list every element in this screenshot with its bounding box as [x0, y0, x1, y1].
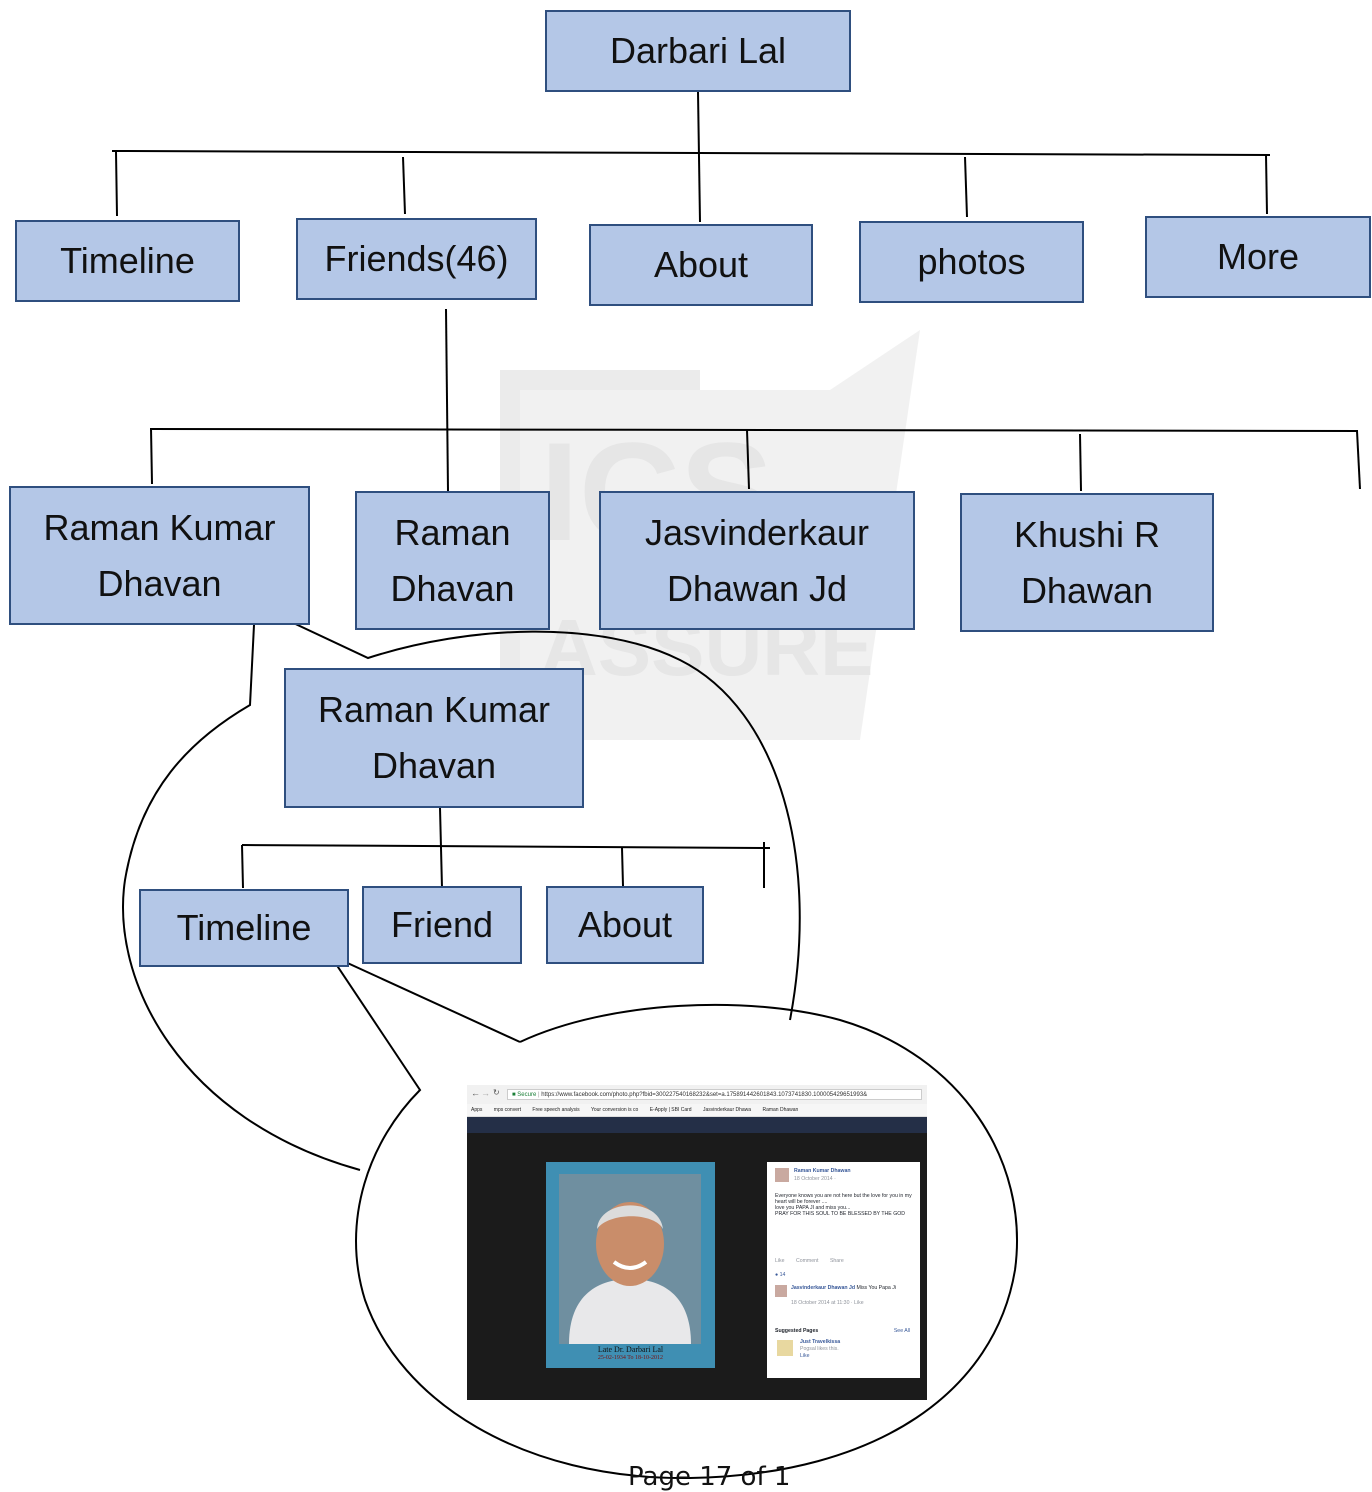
post-date: 18 October 2014 · [794, 1176, 836, 1182]
comment-text: Miss You Papa Ji [856, 1285, 896, 1291]
bookmark: Apps [471, 1107, 483, 1113]
suggested-page-logo [777, 1340, 793, 1356]
page-footer: Page 17 of 1 [628, 1462, 791, 1492]
lock-icon: ■ [512, 1092, 516, 1098]
node-timeline: Timeline [15, 220, 240, 302]
node-friend-raman: Raman Dhavan [355, 491, 550, 630]
post-author: Raman Kumar Dhawan [794, 1168, 851, 1174]
photo-caption-title: Late Dr. Darbari Lal [597, 1345, 664, 1354]
node-about: About [589, 224, 813, 306]
secure-label: Secure [517, 1092, 537, 1098]
like-count: 14 [779, 1272, 786, 1278]
photo-caption: Late Dr. Darbari Lal 25-02-1934 To 18-10… [546, 1345, 715, 1363]
bookmark: Raman Dhawan [762, 1107, 799, 1113]
bookmark: E-Apply | SBI Card [649, 1107, 692, 1113]
callout-node-friend: Friend [362, 886, 522, 964]
post-text: Everyone knows you are not here but the … [775, 1193, 912, 1217]
node-more: More [1145, 216, 1371, 298]
suggested-page-like: Like [800, 1353, 810, 1359]
like-icon: ● [775, 1272, 779, 1278]
node-friends: Friends(46) [296, 218, 537, 300]
photo-caption-dates: 25-02-1934 To 18-10-2012 [597, 1355, 664, 1361]
node-photos: photos [859, 221, 1084, 303]
bookmark: Jasvinderkaur Dhawa [702, 1107, 752, 1113]
callout-node-timeline: Timeline [139, 889, 349, 967]
node-friend-raman-kumar: Raman Kumar Dhavan [9, 486, 310, 625]
reload-icon: ↻ [493, 1088, 500, 1097]
comment-action: Comment [795, 1258, 819, 1264]
bookmark: Your conversion is co [590, 1107, 639, 1113]
comment-author: Jasvinderkaur Dhawan Jd [791, 1285, 856, 1291]
comment-meta: 18 October 2014 at 11:30 · Like [791, 1300, 864, 1306]
share-action: Share [829, 1258, 844, 1264]
suggested-page-name: Just Travelkissa [800, 1339, 841, 1345]
browser-url-bar: ← → ↻ ■ Secure | https://www.facebook.co… [467, 1085, 927, 1105]
callout-node-about: About [546, 886, 704, 964]
photo-panel: Late Dr. Darbari Lal 25-02-1934 To 18-10… [546, 1162, 715, 1368]
suggested-pages-title: Suggested Pages [775, 1328, 819, 1334]
suggested-page-meta: Pogsal likes this. [800, 1346, 839, 1352]
address-field: ■ Secure | https://www.facebook.com/phot… [507, 1089, 922, 1100]
bookmarks-bar: Apps mps convert Free speech analysis Yo… [467, 1104, 927, 1117]
node-root: Darbari Lal [545, 10, 851, 92]
post-panel: Raman Kumar Dhawan 18 October 2014 · Eve… [767, 1162, 920, 1378]
bookmark: Free speech analysis [532, 1107, 580, 1113]
bookmark: mps convert [493, 1107, 522, 1113]
portrait-photo [559, 1174, 701, 1344]
see-all-link: See All [893, 1328, 910, 1334]
node-friend-jasvinderkaur: Jasvinderkaur Dhawan Jd [599, 491, 915, 630]
facebook-top-bar [467, 1117, 927, 1133]
url-text: https://www.facebook.com/photo.php?fbid=… [541, 1092, 868, 1098]
forward-icon: → [481, 1088, 490, 1098]
like-action: Like [775, 1258, 785, 1264]
callout-node-raman-kumar: Raman Kumar Dhavan [284, 668, 584, 808]
node-friend-khushi: Khushi R Dhawan [960, 493, 1214, 632]
comment-avatar [775, 1285, 787, 1297]
back-icon: ← [471, 1088, 480, 1098]
facebook-screenshot: ← → ↻ ■ Secure | https://www.facebook.co… [467, 1085, 927, 1400]
avatar [775, 1168, 789, 1182]
